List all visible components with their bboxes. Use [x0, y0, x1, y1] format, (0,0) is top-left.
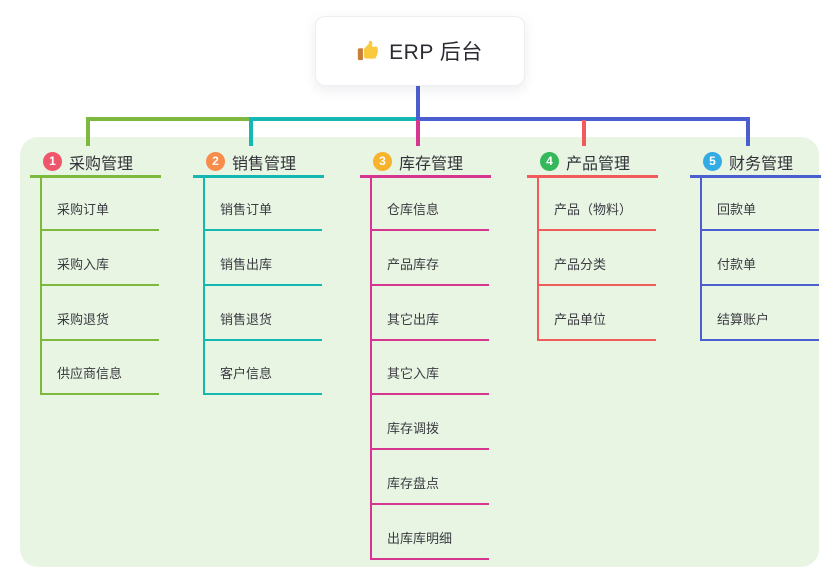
child-node-label: 销售出库: [220, 256, 273, 272]
connector-tick-line: [416, 120, 420, 146]
branch-title-label: 产品管理: [566, 155, 631, 173]
child-node[interactable]: 产品库存: [370, 256, 489, 286]
child-node[interactable]: 销售退货: [203, 311, 322, 341]
branch-number-badge: 1: [43, 152, 62, 171]
connector-h-line: [251, 117, 420, 121]
child-node-label: 产品单位: [554, 311, 607, 327]
child-node[interactable]: 结算账户: [700, 311, 819, 341]
child-node-label: 回款单: [717, 202, 757, 217]
child-node-label: 其它入库: [387, 366, 440, 382]
branch-trunk-line: [203, 178, 205, 396]
child-node[interactable]: 产品（物料）: [537, 201, 656, 231]
child-node-label: 出库库明细: [387, 530, 453, 546]
root-node[interactable]: ERP 后台: [315, 16, 525, 86]
child-node-label: 其它出库: [387, 311, 440, 327]
child-node[interactable]: 销售订单: [203, 201, 322, 231]
connector-tick-line: [746, 117, 750, 146]
child-node[interactable]: 产品单位: [537, 311, 656, 341]
child-node[interactable]: 供应商信息: [40, 365, 159, 396]
child-node[interactable]: 采购退货: [40, 311, 159, 341]
branch-number-badge: 4: [540, 152, 559, 171]
child-node-label: 采购退货: [57, 311, 110, 327]
connector-h-line: [88, 117, 253, 121]
branch-title-node[interactable]: 2 销售管理: [193, 148, 324, 178]
child-node[interactable]: 其它入库: [370, 365, 489, 396]
connector-tick-line: [86, 117, 90, 146]
branch-number-badge: 5: [703, 152, 722, 171]
child-node-label: 采购订单: [57, 202, 110, 217]
branch-trunk-line: [370, 178, 372, 560]
branch-title-label: 销售管理: [232, 155, 297, 173]
child-node[interactable]: 回款单: [700, 201, 819, 231]
branch-trunk-line: [537, 178, 539, 341]
connector-tick-line: [582, 120, 586, 146]
branch-title-node[interactable]: 3 库存管理: [360, 148, 491, 178]
branch-title-label: 库存管理: [399, 155, 464, 173]
child-node-label: 客户信息: [220, 366, 273, 382]
child-node[interactable]: 客户信息: [203, 365, 322, 396]
child-node[interactable]: 采购入库: [40, 256, 159, 286]
branch-number-badge: 2: [206, 152, 225, 171]
branch-trunk-line: [700, 178, 702, 341]
child-node[interactable]: 付款单: [700, 256, 819, 286]
root-stem-line: [416, 84, 420, 120]
child-node[interactable]: 产品分类: [537, 256, 656, 286]
child-node[interactable]: 仓库信息: [370, 201, 489, 231]
connector-h-line: [416, 117, 750, 121]
child-node-label: 销售订单: [220, 202, 273, 217]
child-node-label: 销售退货: [220, 311, 273, 327]
branch-trunk-line: [40, 178, 42, 396]
child-node[interactable]: 库存调拨: [370, 420, 489, 451]
branch-number-badge: 3: [373, 152, 392, 171]
child-node[interactable]: 其它出库: [370, 311, 489, 341]
child-node-label: 付款单: [717, 256, 757, 272]
child-node-label: 产品（物料）: [554, 202, 633, 217]
branches-panel: [20, 137, 819, 567]
branch-title-node[interactable]: 1 采购管理: [30, 148, 161, 178]
branch-title-label: 财务管理: [729, 155, 794, 173]
child-node[interactable]: 出库库明细: [370, 530, 489, 560]
child-node[interactable]: 采购订单: [40, 201, 159, 231]
thumbs-up-icon: [357, 40, 379, 62]
root-node-label: ERP 后台: [389, 41, 483, 64]
branch-title-node[interactable]: 5 财务管理: [690, 148, 821, 178]
child-node[interactable]: 销售出库: [203, 256, 322, 286]
child-node-label: 供应商信息: [57, 366, 123, 382]
child-node[interactable]: 库存盘点: [370, 475, 489, 505]
child-node-label: 库存盘点: [387, 476, 440, 491]
child-node-label: 结算账户: [717, 311, 770, 327]
child-node-label: 库存调拨: [387, 421, 440, 437]
branch-title-node[interactable]: 4 产品管理: [527, 148, 658, 178]
connector-tick-line: [249, 117, 253, 146]
child-node-label: 产品库存: [387, 256, 440, 272]
child-node-label: 仓库信息: [387, 202, 440, 217]
child-node-label: 产品分类: [554, 256, 607, 272]
child-node-label: 采购入库: [57, 256, 110, 272]
branch-title-label: 采购管理: [69, 155, 134, 173]
